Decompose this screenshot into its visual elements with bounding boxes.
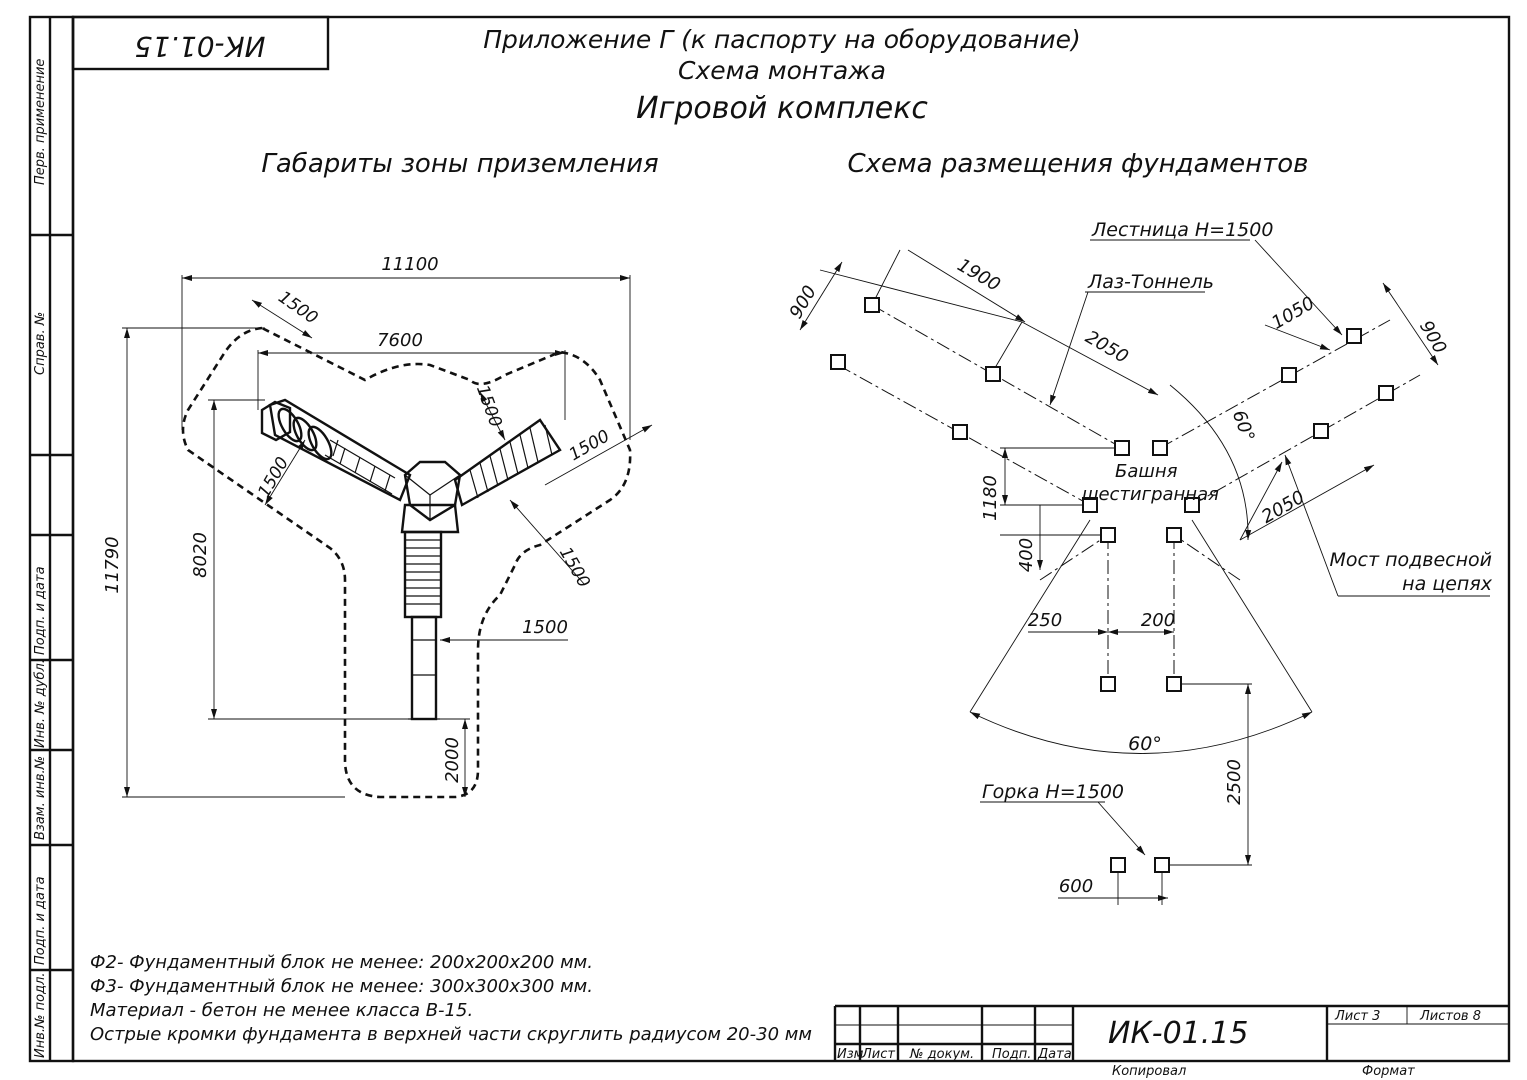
note-line: Ф3- Фундаментный блок не менее: 300х300х…	[90, 976, 593, 997]
foundation-block	[1100, 676, 1116, 692]
dim-angle-top: 60°	[1228, 408, 1259, 445]
tb-sheets: Листов 8	[1419, 1009, 1481, 1024]
sidebar-label-dubl: Инв. № дубл.	[33, 659, 48, 748]
dim-stem-side: 1500	[522, 617, 568, 638]
dim-900-left: 900	[786, 282, 821, 322]
label-ladder: Лестница Н=1500	[1091, 219, 1273, 241]
stem-arm	[403, 530, 443, 721]
tunnel-arm	[260, 398, 412, 502]
dim-arm-right-bottom: 1500	[555, 544, 594, 591]
title-line1: Приложение Г (к паспорту на оборудование…	[483, 25, 1081, 54]
tb-header-data: Дата	[1037, 1047, 1072, 1062]
foundation-block	[864, 297, 880, 313]
foundation-blocks	[830, 297, 1394, 873]
dim-2500: 2500	[1224, 759, 1245, 805]
foundation-block	[1184, 497, 1200, 513]
tower-hexagon	[403, 460, 462, 522]
foundation-block	[1313, 423, 1329, 439]
bridge-arm	[453, 418, 562, 507]
dim-1180: 1180	[980, 475, 1001, 521]
foundation-block	[1100, 527, 1116, 543]
tb-header-list: Лист	[861, 1047, 895, 1062]
dim-200: 200	[1141, 610, 1175, 631]
tb-header-izm: Изм	[837, 1047, 864, 1062]
title-line3: Игровой комплекс	[636, 91, 928, 126]
foundation-block	[830, 354, 846, 370]
label-tower-1: Башня	[1115, 461, 1178, 482]
dim-arm-left-top: 1500	[274, 287, 321, 328]
stamp-code: ИК-01.15	[134, 30, 265, 63]
title-block: Изм Лист № докум. Подп. Дата ИК-01.15 Ли…	[833, 1004, 1509, 1079]
note-line: Материал - бетон не менее класса В-15.	[90, 1000, 473, 1021]
dim-250: 250	[1028, 610, 1062, 631]
title-line2: Схема монтажа	[678, 56, 886, 85]
dim-angle-bottom: 60°	[1128, 733, 1162, 755]
dim-2050-left: 2050	[1082, 327, 1132, 368]
dim-arm-right-top: 1500	[472, 383, 506, 430]
label-bridge-1: Мост подвесной	[1330, 549, 1492, 571]
foundation-block	[1110, 857, 1126, 873]
dim-overall-width: 11100	[381, 254, 438, 275]
foundation-block	[1346, 328, 1362, 344]
stamp-box	[71, 15, 330, 71]
landing-zone-view: 11100 7600 11790 8020 1500 1500 1500 150…	[102, 254, 653, 799]
foundation-block	[1152, 440, 1168, 456]
dim-arm-left-side: 1500	[254, 454, 293, 501]
label-tunnel: Лаз-Тоннель	[1087, 271, 1214, 293]
dim-inner-height: 8020	[190, 532, 211, 578]
foundation-block	[1114, 440, 1130, 456]
tb-header-dok: № докум.	[909, 1047, 974, 1062]
sidebar-frame	[28, 15, 75, 1063]
dim-overall-height: 11790	[102, 536, 123, 593]
dim-900-right: 900	[1415, 317, 1450, 357]
dim-inner-width: 7600	[377, 330, 423, 351]
tb-format: Формат	[1362, 1064, 1415, 1079]
note-line: Острые кромки фундамента в верхней части…	[90, 1024, 812, 1045]
sidebar-label-inv: Инв.№ подл.	[33, 972, 48, 1058]
foundation-layout-view: Лестница Н=1500 Лаз-Тоннель Башня шестиг…	[786, 219, 1493, 905]
tb-sheet: Лист 3	[1334, 1009, 1380, 1024]
dim-1050: 1050	[1268, 293, 1318, 334]
tb-copied: Копировал	[1112, 1064, 1186, 1079]
notes: Ф2- Фундаментный блок не менее: 200х200х…	[90, 952, 812, 1045]
dim-arm-right-side: 1500	[566, 426, 613, 465]
foundation-block	[1154, 857, 1170, 873]
sidebar-label-vzam: Взам. инв.№	[33, 756, 48, 840]
dim-stem-bottom: 2000	[442, 737, 463, 783]
sidebar-labels: Перв. применение Справ. № Подп. и дата И…	[33, 59, 48, 1058]
sidebar-label-perv: Перв. применение	[33, 59, 48, 185]
landing-zone-outline	[181, 326, 632, 799]
label-bridge-2: на цепях	[1402, 573, 1493, 595]
sidebar-label-podp1: Подп. и дата	[33, 566, 48, 655]
dim-400: 400	[1016, 538, 1037, 572]
label-slide: Горка Н=1500	[982, 781, 1124, 803]
foundation-block	[1378, 385, 1394, 401]
left-view-heading: Габариты зоны приземления	[261, 149, 658, 179]
sidebar-label-sprav: Справ. №	[33, 312, 48, 375]
sidebar-label-podp2: Подп. и дата	[33, 876, 48, 965]
note-line: Ф2- Фундаментный блок не менее: 200х200х…	[90, 952, 593, 973]
label-tower-2: шестигранная	[1082, 484, 1219, 505]
foundation-block	[952, 424, 968, 440]
tb-header-podp: Подп.	[992, 1047, 1031, 1062]
foundation-block	[1082, 497, 1098, 513]
right-view-heading: Схема размещения фундаментов	[847, 149, 1308, 179]
dim-1900: 1900	[954, 255, 1004, 296]
foundation-block	[1281, 367, 1297, 383]
dim-600: 600	[1059, 876, 1093, 897]
tb-code: ИК-01.15	[1108, 1016, 1248, 1051]
foundation-block	[1166, 676, 1182, 692]
foundation-block	[985, 366, 1001, 382]
foundation-block	[1166, 527, 1182, 543]
